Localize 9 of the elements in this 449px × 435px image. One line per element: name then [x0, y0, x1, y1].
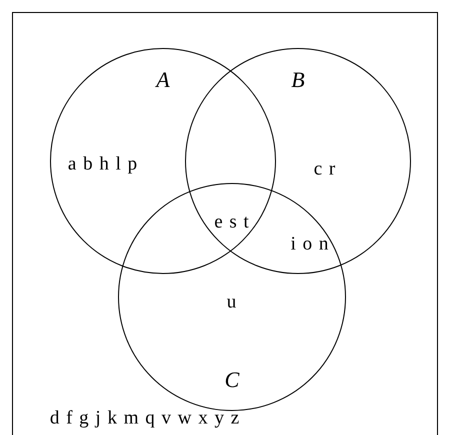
- region-elements: u: [226, 292, 238, 312]
- region-elements: e s t: [214, 212, 250, 232]
- set-label: A: [156, 69, 170, 91]
- region-elements: i o n: [290, 234, 330, 254]
- outside-elements: d f g j k m q v w x y z: [50, 408, 240, 428]
- set-label: B: [291, 69, 305, 91]
- set-label: C: [224, 369, 240, 391]
- region-elements: a b h l p: [68, 154, 138, 174]
- region-elements: c r: [314, 160, 336, 178]
